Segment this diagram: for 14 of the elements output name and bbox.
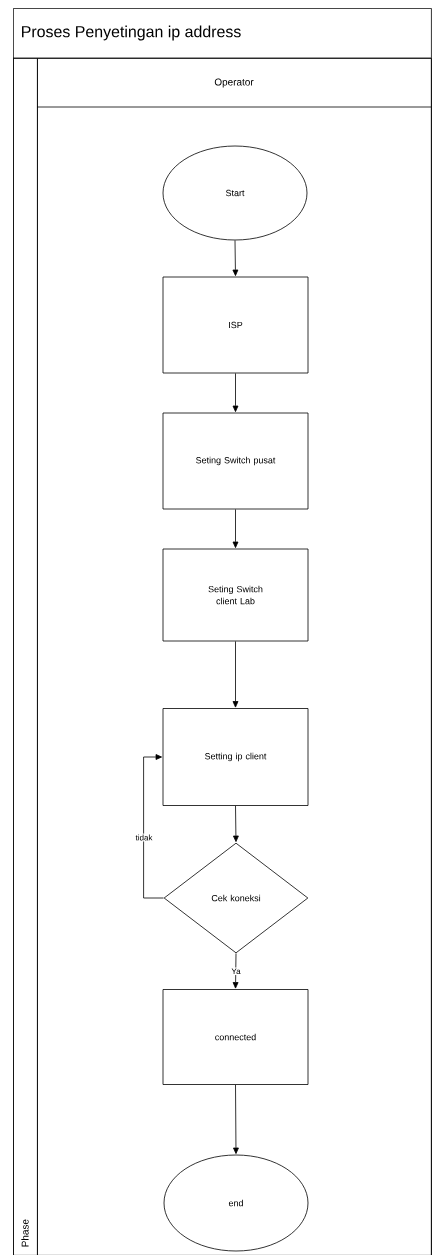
process-box: Seting Switch pusat <box>162 412 309 510</box>
process-box: Setting ip client <box>162 708 309 806</box>
arrow <box>232 953 239 989</box>
arrow <box>143 754 164 899</box>
process-box: Seting Switch client Lab <box>162 548 309 642</box>
process-box: connected <box>162 989 309 1085</box>
arrow <box>232 240 239 276</box>
process-box: ISP <box>162 276 309 374</box>
arrow <box>233 805 239 842</box>
phase-band: Phase <box>13 58 38 1255</box>
arrow <box>233 1084 239 1154</box>
arrow <box>232 641 239 708</box>
arrow <box>232 373 239 412</box>
arrow <box>232 509 239 548</box>
